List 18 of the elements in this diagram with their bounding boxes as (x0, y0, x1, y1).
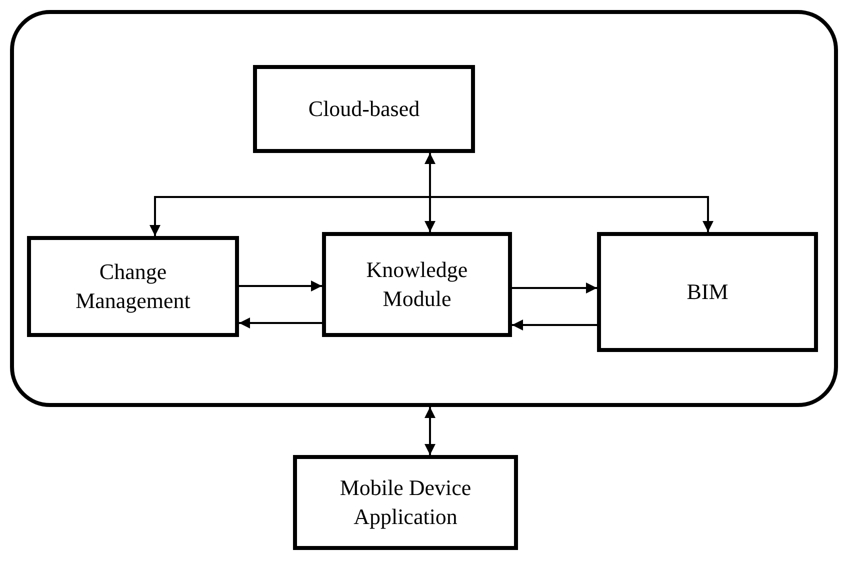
box-label: BIM (686, 278, 730, 306)
process-box (293, 455, 518, 550)
box-label: Change Management (74, 258, 192, 315)
process-box (597, 232, 818, 352)
arrow (429, 153, 714, 232)
process-box (322, 232, 512, 337)
process-box (253, 65, 475, 153)
container-panel (10, 10, 838, 407)
arrow (512, 320, 597, 330)
arrow (239, 318, 322, 328)
box-label: Cloud-based (307, 94, 421, 123)
arrow (239, 280, 322, 292)
process-box (27, 236, 239, 337)
arrow (424, 153, 436, 232)
arrow (424, 407, 436, 455)
box-label: Mobile Device Application (338, 474, 472, 531)
arrow (512, 282, 597, 294)
box-label: Knowledge Module (365, 256, 469, 312)
